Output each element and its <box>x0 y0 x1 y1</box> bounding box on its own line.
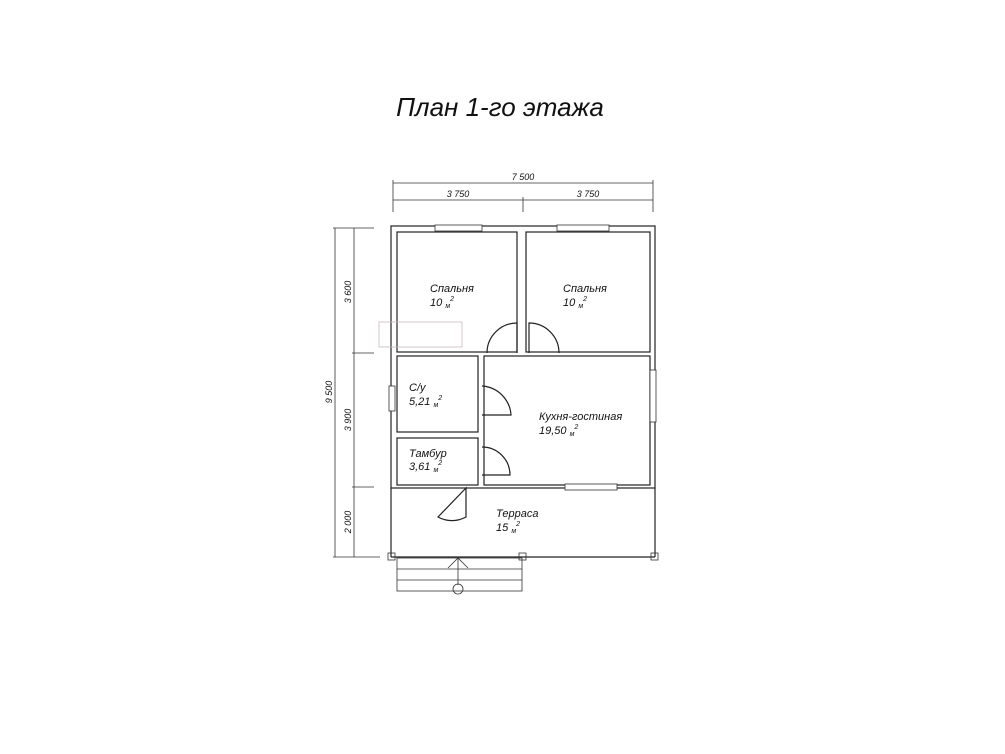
svg-text:3,61 м2: 3,61 м2 <box>409 460 442 474</box>
dim-row1-depth: 3 600 <box>343 281 353 304</box>
room-label-terrace: Терраса 15 м2 <box>496 508 538 535</box>
room-label-bedroom-right: Спальня 10 м2 <box>563 283 607 310</box>
dim-terrace-depth: 2 000 <box>343 511 353 535</box>
left-dimensions: 9 500 3 600 3 900 2 000 <box>324 227 380 558</box>
svg-text:Терраса: Терраса <box>496 508 538 520</box>
svg-text:Спальня: Спальня <box>563 283 607 295</box>
windows <box>388 224 657 491</box>
svg-text:15 м2: 15 м2 <box>496 521 520 535</box>
furniture-outline <box>378 321 463 348</box>
dim-total-depth: 9 500 <box>324 381 334 404</box>
stairs <box>387 552 659 595</box>
entry-marker-icon <box>452 583 464 595</box>
room-label-vestibule: Тамбур 3,61 м2 <box>409 448 447 474</box>
svg-text:10 м2: 10 м2 <box>430 296 454 310</box>
dim-row2-depth: 3 900 <box>343 409 353 432</box>
room-label-kitchen-living: Кухня-гостиная 19,50 м2 <box>539 411 622 438</box>
dim-right-width: 3 750 <box>577 189 600 199</box>
top-dimensions: 7 500 3 750 3 750 <box>392 172 654 212</box>
svg-text:Тамбур: Тамбур <box>409 448 447 460</box>
svg-text:10 м2: 10 м2 <box>563 296 587 310</box>
svg-text:19,50 м2: 19,50 м2 <box>539 424 578 438</box>
svg-text:5,21 м2: 5,21 м2 <box>409 395 442 409</box>
plan-title: План 1-го этажа <box>396 92 604 122</box>
svg-text:Кухня-гостиная: Кухня-гостиная <box>539 411 622 423</box>
dim-left-width: 3 750 <box>447 189 470 199</box>
svg-text:С/у: С/у <box>409 382 427 394</box>
svg-text:Спальня: Спальня <box>430 283 474 295</box>
doors <box>437 322 560 522</box>
room-label-bathroom: С/у 5,21 м2 <box>409 382 442 409</box>
room-label-bedroom-left: Спальня 10 м2 <box>430 283 474 310</box>
dim-total-width: 7 500 <box>512 172 535 182</box>
